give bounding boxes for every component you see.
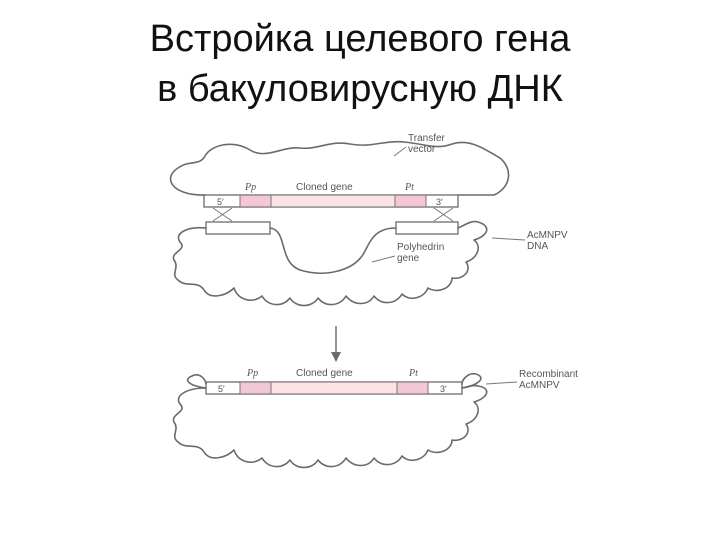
vector-promoter-region: [240, 195, 271, 207]
transfer-vector-gene-bar: [203, 194, 459, 208]
transfer-vector-pointer: [393, 146, 407, 157]
polyhedrin-pointer: [371, 255, 396, 263]
transfer-vector-loop: [169, 140, 510, 196]
transfer-vector-label-line-2: vector: [408, 144, 436, 155]
acmnpv-label-line-1: AcMNPV: [527, 230, 568, 241]
recombinant-cloned-gene-label: Cloned gene: [296, 368, 353, 379]
title-line-1: Встройка целевого гена: [149, 18, 571, 60]
vector-cloned-gene-label: Cloned gene: [296, 182, 353, 193]
polyhedrin-label-line-1: Polyhedrin: [397, 242, 444, 253]
recombinant-label-line-1: Recombinant: [519, 369, 578, 380]
vector-terminator-region: [395, 195, 426, 207]
recombinant-dna-coil: [172, 384, 488, 469]
recombinant-cloned-gene-region: [271, 382, 397, 394]
vector-five-prime-label: 5′: [217, 197, 224, 207]
title-line-2: в бакуловирусную ДНК: [157, 68, 563, 110]
recombinant-five-prime-label: 5′: [218, 384, 225, 394]
slide-title: Встройка целевого гена в бакуловирусную …: [0, 14, 720, 114]
acmnpv-dna-coil: [172, 220, 488, 307]
acmnpv-pointer: [491, 237, 526, 241]
recombinant-gene-bar: [205, 381, 463, 395]
crossover-right-icon: [433, 207, 454, 222]
recombinant-promoter-region: [240, 382, 271, 394]
acmnpv-right-flank: [395, 221, 459, 235]
vector-pp-label: Pp: [244, 182, 256, 193]
acmnpv-label-line-2: DNA: [527, 241, 548, 252]
recombinant-top-arc: [186, 374, 207, 389]
recombinant-three-prime-label: 3′: [440, 384, 447, 394]
polyhedrin-label-line-2: gene: [397, 253, 420, 264]
recombinant-pt-label: Pt: [408, 368, 418, 379]
recombinant-top-arc-right: [461, 372, 482, 389]
vector-pt-label: Pt: [404, 182, 414, 193]
crossover-left-icon: [212, 207, 233, 222]
recombinant-terminator-region: [397, 382, 428, 394]
recombinant-label-line-2: AcMNPV: [519, 380, 560, 391]
acmnpv-left-flank: [205, 221, 271, 235]
vector-cloned-gene-region: [271, 195, 395, 207]
polyhedrin-gene-loop: [269, 227, 397, 274]
down-arrow-icon: [331, 326, 341, 362]
transfer-vector-label-line-1: Transfer: [408, 133, 446, 144]
vector-three-prime-label: 3′: [436, 197, 443, 207]
recombinant-pp-label: Pp: [246, 368, 258, 379]
recombinant-pointer: [485, 381, 518, 385]
